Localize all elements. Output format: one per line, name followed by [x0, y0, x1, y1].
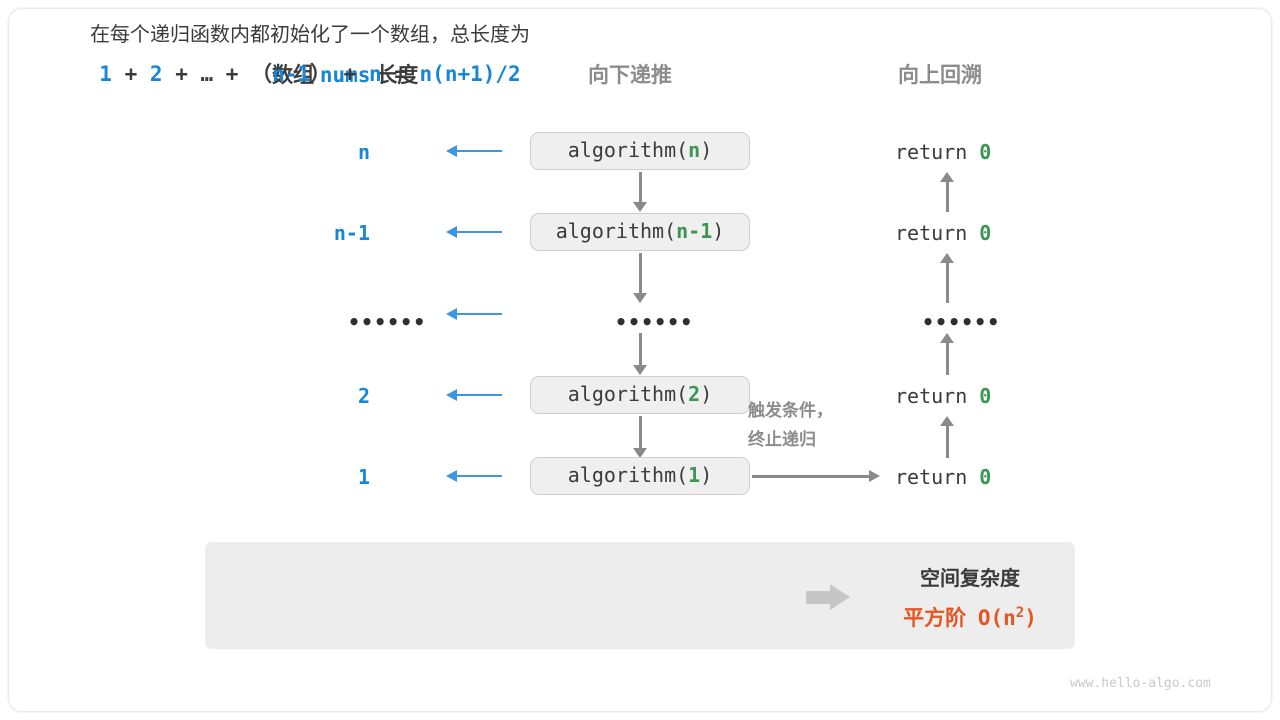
call-box-row-1-suffix: ) [700, 138, 713, 162]
return-label-row-2: return 0 [895, 221, 991, 245]
call-box-row-1-prefix: algorithm( [567, 138, 689, 162]
return-ellipsis: •••••• [922, 310, 1001, 334]
size-ellipsis: •••••• [348, 310, 427, 334]
size-label-row-1: n [357, 140, 370, 164]
return-value-row-1: 0 [979, 140, 992, 164]
return-keyword-row-1: return [895, 140, 980, 164]
return-label-row-1: return 0 [895, 140, 991, 164]
blue-left-arrow-row-5 [446, 470, 502, 482]
blue-left-arrow-row-1 [446, 145, 502, 157]
call-box-row-2[interactable]: algorithm(n-1) [530, 213, 750, 251]
size-label-row-2: n-1 [333, 221, 370, 245]
formula-term-4: n [368, 62, 382, 86]
size-label-row-5: 1 [357, 465, 370, 489]
return-value-row-2: 0 [979, 221, 992, 245]
down-arrow-dots-to-3 [633, 333, 647, 375]
return-keyword-row-2: return [895, 221, 980, 245]
call-box-row-5-suffix: ) [700, 463, 713, 487]
complexity-notation-exponent: 2 [1015, 605, 1025, 621]
column-header-recurse-down: 向下递推 [588, 64, 672, 87]
summary-formula: 1 + 2 + … + （n-1） + n = n(n+1)/2 [30, 58, 590, 88]
base-case-note: 触发条件， 终止递归 [748, 396, 868, 454]
blue-left-arrow-row-4 [446, 389, 502, 401]
formula-op-2: + … + （ [162, 62, 273, 86]
down-arrow-2-to-dots [633, 253, 647, 303]
down-arrow-4-to-5 [633, 416, 647, 458]
call-box-row-4-suffix: ) [700, 382, 713, 406]
space-complexity-value: 平方阶 O(n2) [870, 602, 1070, 632]
formula-op-1: + [111, 62, 150, 86]
space-complexity-title: 空间复杂度 [920, 568, 1020, 590]
call-box-row-5-arg: 1 [688, 463, 701, 487]
up-arrow-3-to-dots [940, 333, 954, 375]
down-arrow-1-to-2 [633, 172, 647, 212]
formula-op-3: ） + [310, 62, 369, 86]
blue-left-arrow-row-2 [446, 226, 502, 238]
base-case-note-line-1: 触发条件， [748, 401, 833, 420]
call-box-row-5-prefix: algorithm( [567, 463, 689, 487]
complexity-notation-suffix: ) [1024, 606, 1037, 630]
header-left-suffix: 长度 [376, 64, 419, 87]
column-header-backtrack-up: 向上回溯 [898, 64, 982, 87]
return-label-row-5: return 0 [895, 465, 991, 489]
call-box-row-4[interactable]: algorithm(2) [530, 376, 750, 414]
base-case-note-line-2: 终止递归 [748, 430, 816, 449]
up-arrow-dots-to-2 [940, 253, 954, 303]
formula-term-2: 2 [149, 62, 163, 86]
summary-description: 在每个递归函数内都初始化了一个数组，总长度为 [90, 24, 530, 46]
return-keyword-row-4: return [895, 384, 980, 408]
call-box-row-5[interactable]: algorithm(1) [530, 457, 750, 495]
header-left-prefix: 数组 [272, 64, 314, 87]
call-box-row-2-arg: n-1 [676, 219, 713, 243]
complexity-notation-prefix: O(n [977, 606, 1016, 630]
result-arrow-icon [806, 584, 850, 610]
formula-term-3: n-1 [272, 62, 310, 86]
summary-panel [205, 542, 1075, 649]
call-box-row-2-prefix: algorithm( [555, 219, 677, 243]
call-ellipsis: •••••• [615, 310, 694, 334]
call-box-row-4-arg: 2 [688, 382, 701, 406]
formula-op-4: = [381, 62, 420, 86]
size-label-row-4: 2 [357, 384, 370, 408]
blue-left-arrow-row-3 [446, 308, 502, 320]
call-box-row-1[interactable]: algorithm(n) [530, 132, 750, 170]
call-box-row-1-arg: n [688, 138, 701, 162]
complexity-notation: O(n2) [977, 605, 1037, 630]
return-value-row-4: 0 [979, 384, 992, 408]
site-watermark: www.hello-algo.com [1070, 676, 1211, 691]
column-header-array-length: 数组 nums 长度 [272, 59, 418, 89]
return-label-row-4: return 0 [895, 384, 991, 408]
up-arrow-2-to-1 [940, 172, 954, 212]
header-left-keyword: nums [319, 63, 371, 87]
formula-term-1: 1 [99, 62, 112, 86]
return-keyword-row-5: return [895, 465, 980, 489]
call-box-row-4-prefix: algorithm( [567, 382, 689, 406]
formula-term-5: n(n+1)/2 [419, 62, 521, 86]
complexity-order-label: 平方阶 [903, 607, 967, 630]
call-box-row-2-suffix: ) [712, 219, 725, 243]
up-arrow-5-to-4 [940, 416, 954, 458]
base-case-arrow [752, 470, 880, 482]
return-value-row-5: 0 [979, 465, 992, 489]
